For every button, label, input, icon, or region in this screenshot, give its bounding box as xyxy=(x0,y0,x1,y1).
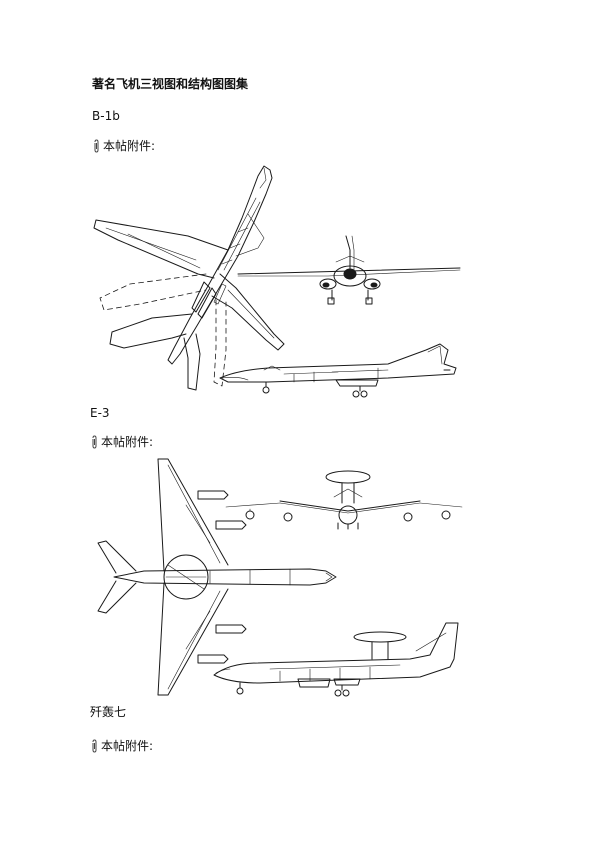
b1b-front-view xyxy=(237,235,461,305)
e3-side-view xyxy=(213,622,459,697)
attachment-line-jh7: 本帖附件: xyxy=(90,737,153,754)
attachment-label: 本帖附件: xyxy=(103,139,156,153)
paperclip-icon xyxy=(92,738,97,753)
document-title: 著名飞机三视图和结构图图集 xyxy=(92,77,249,91)
b1b-three-view-drawing[interactable] xyxy=(88,158,468,403)
attachment-line-e3: 本帖附件: xyxy=(90,433,153,450)
attachment-label: 本帖附件: xyxy=(101,435,154,449)
paperclip-icon xyxy=(94,138,99,153)
section-heading-b1b: B-1b xyxy=(92,109,120,123)
section-heading-jh7: 歼轰七 xyxy=(90,705,127,719)
e3-three-view-drawing[interactable] xyxy=(90,455,465,700)
section-heading-e3: E-3 xyxy=(90,406,110,420)
attachment-line-b1b: 本帖附件: xyxy=(92,137,155,154)
paperclip-icon xyxy=(92,434,97,449)
b1b-plan-view xyxy=(93,165,285,391)
e3-front-view xyxy=(225,470,463,530)
attachment-label: 本帖附件: xyxy=(101,739,154,753)
b1b-side-view xyxy=(219,343,457,398)
e3-plan-view xyxy=(97,458,337,696)
